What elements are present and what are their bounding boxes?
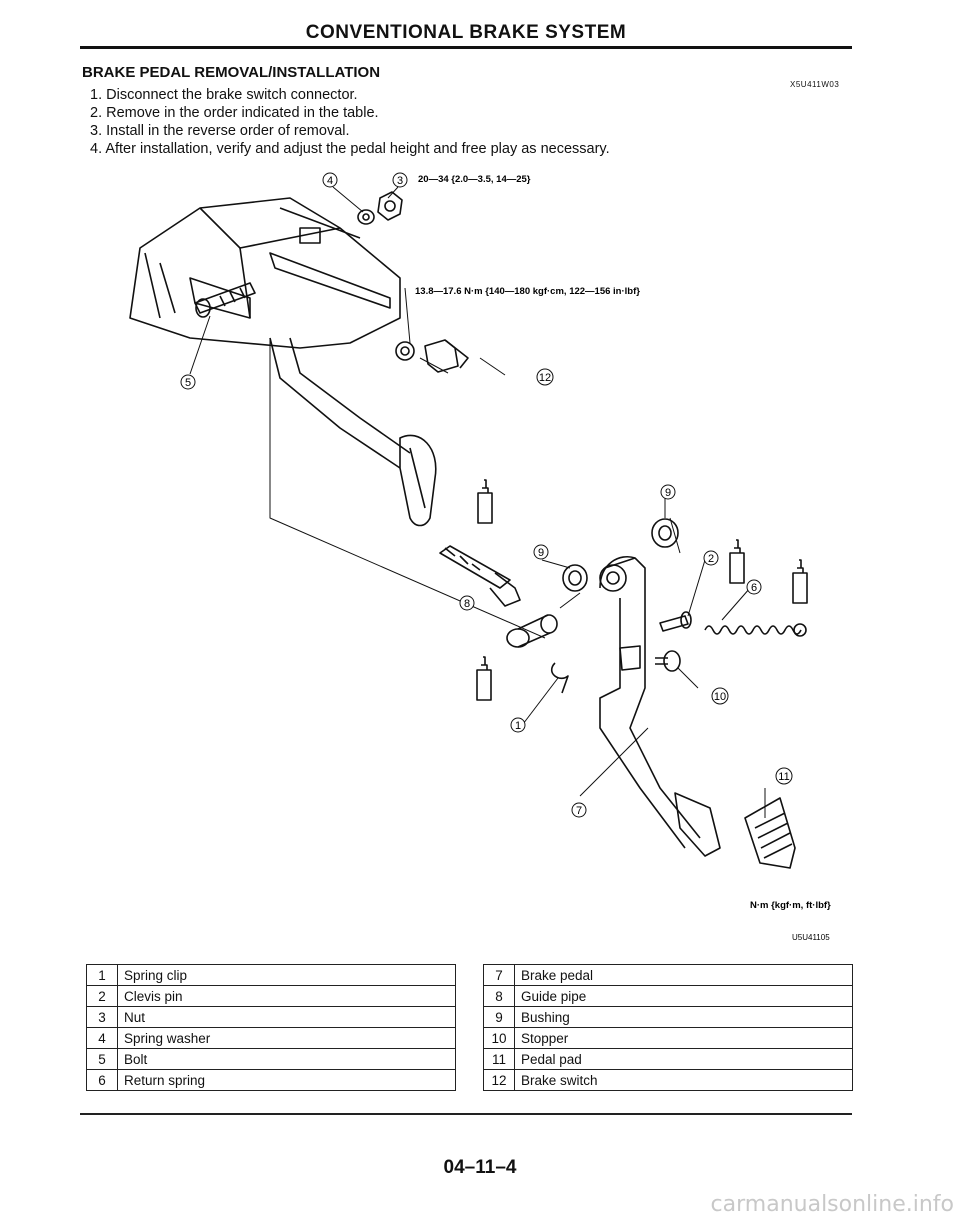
callout-10: 10 bbox=[711, 687, 729, 705]
callout-5: 5 bbox=[180, 374, 196, 390]
pedal-pad-illustration bbox=[744, 797, 796, 869]
callout-1: 1 bbox=[510, 717, 526, 733]
svg-text:9: 9 bbox=[538, 547, 544, 559]
section-title: BRAKE PEDAL REMOVAL/INSTALLATION bbox=[82, 64, 381, 81]
part-number: 12 bbox=[483, 1069, 515, 1091]
svg-text:4: 4 bbox=[327, 175, 333, 187]
part-number: 11 bbox=[483, 1048, 515, 1070]
brake-pedal-exploded-diagram: 20—34 {2.0—3.5, 14—25} 13.8—17.6 N·m {14… bbox=[129, 172, 831, 942]
part-number: 2 bbox=[86, 985, 118, 1007]
part-name: Return spring bbox=[117, 1069, 456, 1091]
step-item: 3. Install in the reverse order of remov… bbox=[90, 123, 350, 139]
brake-pedal-illustration bbox=[599, 556, 721, 857]
part-name: Bushing bbox=[514, 1006, 853, 1028]
section-code: X5U411W03 bbox=[790, 80, 840, 89]
callout-2: 2 bbox=[703, 550, 719, 566]
callout-9-left: 9 bbox=[533, 544, 549, 560]
callout-4: 4 bbox=[322, 172, 338, 188]
part-number: 9 bbox=[483, 1006, 515, 1028]
svg-text:3: 3 bbox=[397, 175, 403, 187]
callout-11: 11 bbox=[775, 767, 793, 785]
part-number: 7 bbox=[483, 964, 515, 986]
grease-can-illustration bbox=[476, 479, 808, 701]
torque-switch-label: 13.8—17.6 N·m {140—180 kgf·cm, 122—156 i… bbox=[415, 286, 640, 297]
return-spring-illustration bbox=[704, 623, 807, 637]
svg-text:11: 11 bbox=[778, 771, 789, 783]
part-number: 4 bbox=[86, 1027, 118, 1049]
pedal-arm-illustration bbox=[269, 337, 437, 527]
torque-units-label: N·m {kgf·m, ft·lbf} bbox=[750, 900, 831, 911]
footer-rule bbox=[80, 1113, 852, 1115]
page-number: 04–11–4 bbox=[443, 1157, 517, 1178]
page-header: CONVENTIONAL BRAKE SYSTEM bbox=[305, 22, 627, 43]
header-rule bbox=[80, 46, 852, 49]
svg-text:2: 2 bbox=[708, 553, 714, 565]
svg-text:12: 12 bbox=[539, 372, 551, 384]
svg-text:10: 10 bbox=[714, 691, 726, 703]
part-number: 3 bbox=[86, 1006, 118, 1028]
part-name: Clevis pin bbox=[117, 985, 456, 1007]
step-item: 4. After installation, verify and adjust… bbox=[90, 141, 610, 157]
part-number: 8 bbox=[483, 985, 515, 1007]
watermark: carmanualsonline.info bbox=[710, 1192, 954, 1217]
part-number: 5 bbox=[86, 1048, 118, 1070]
svg-text:1: 1 bbox=[515, 720, 521, 732]
torque-nut-label: 20—34 {2.0—3.5, 14—25} bbox=[418, 174, 531, 185]
clevis-pin-illustration bbox=[659, 611, 692, 632]
bushing-illustration bbox=[562, 518, 679, 592]
part-number: 6 bbox=[86, 1069, 118, 1091]
svg-text:9: 9 bbox=[665, 487, 671, 499]
part-name: Brake pedal bbox=[514, 964, 853, 986]
callout-12: 12 bbox=[536, 368, 554, 386]
part-name: Stopper bbox=[514, 1027, 853, 1049]
part-name: Pedal pad bbox=[514, 1048, 853, 1070]
part-name: Spring clip bbox=[117, 964, 456, 986]
step-item: 2. Remove in the order indicated in the … bbox=[90, 105, 379, 121]
callout-8: 8 bbox=[459, 595, 475, 611]
bolt-illustration bbox=[194, 282, 256, 318]
callout-7: 7 bbox=[571, 802, 587, 818]
part-name: Spring washer bbox=[117, 1027, 456, 1049]
part-number: 10 bbox=[483, 1027, 515, 1049]
part-number: 1 bbox=[86, 964, 118, 986]
part-name: Brake switch bbox=[514, 1069, 853, 1091]
guide-pipe-illustration bbox=[506, 614, 558, 648]
procedure-steps: 1. Disconnect the brake switch connector… bbox=[90, 86, 610, 158]
part-name: Guide pipe bbox=[514, 985, 853, 1007]
leader-lines bbox=[189, 186, 766, 818]
brake-switch-illustration bbox=[395, 339, 469, 373]
stopper-illustration bbox=[655, 650, 681, 672]
svg-text:7: 7 bbox=[576, 805, 582, 817]
callout-6: 6 bbox=[746, 579, 762, 595]
part-name: Nut bbox=[117, 1006, 456, 1028]
svg-text:8: 8 bbox=[464, 598, 470, 610]
figure-code: U5U41105 bbox=[792, 933, 830, 942]
svg-text:5: 5 bbox=[185, 377, 191, 389]
pedal-bracket-illustration bbox=[129, 197, 401, 349]
part-name: Bolt bbox=[117, 1048, 456, 1070]
spring-clip-illustration bbox=[550, 662, 569, 694]
callout-9-top: 9 bbox=[660, 484, 676, 500]
svg-text:6: 6 bbox=[751, 582, 757, 594]
callout-3: 3 bbox=[392, 172, 408, 188]
nut-illustration bbox=[357, 191, 403, 225]
step-item: 1. Disconnect the brake switch connector… bbox=[90, 87, 358, 103]
clevis-illustration bbox=[439, 545, 521, 607]
